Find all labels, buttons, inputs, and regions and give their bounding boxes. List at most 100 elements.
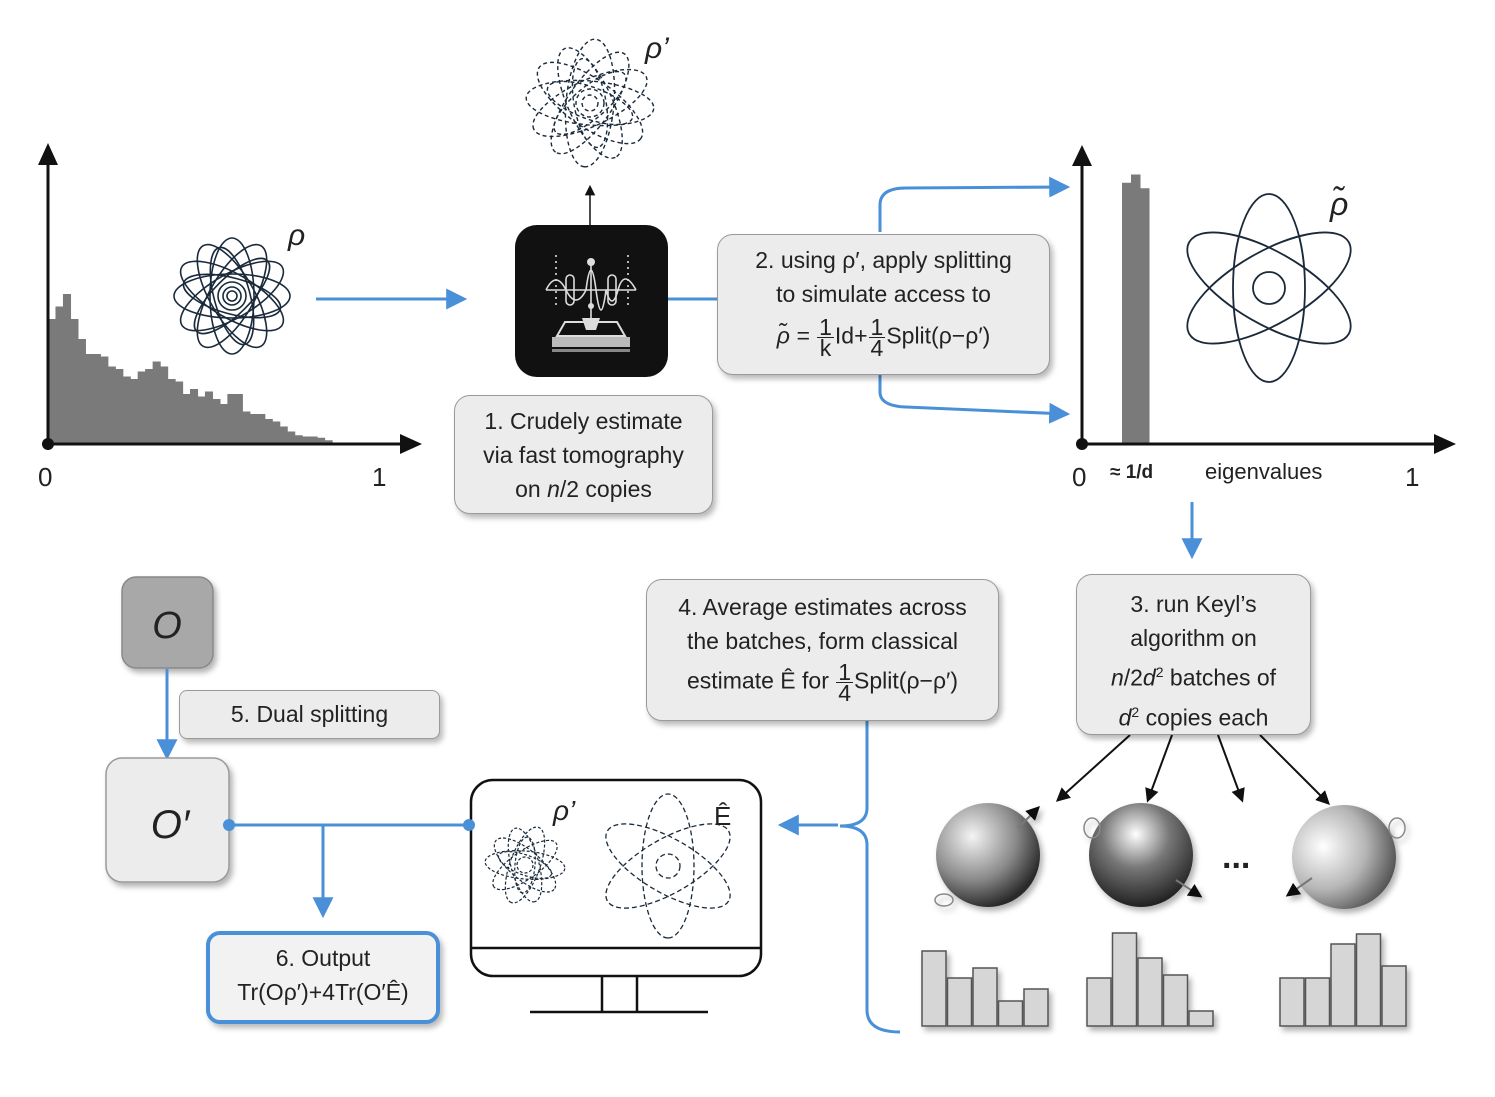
step4-line1: 4. Average estimates across (678, 594, 967, 620)
right-axis-one: 1 (1405, 462, 1419, 492)
left-histogram-bar (107, 366, 116, 444)
rho-tilde-label: ρ̃ (1329, 186, 1348, 222)
bloch-sphere-3 (1285, 805, 1406, 909)
left-histogram-bar (227, 394, 236, 444)
observable-o-box (121, 576, 214, 669)
left-histogram-bar (167, 379, 176, 444)
left-histogram-bar (190, 389, 199, 444)
batch-bar (1137, 957, 1163, 1027)
left-histogram-bar (137, 371, 146, 444)
step2-line2: to simulate access to (776, 281, 991, 307)
step6-line2: Tr(Oρ′)+4Tr(O′Ê) (237, 979, 409, 1005)
batch-bar (946, 977, 973, 1027)
left-histogram-bar (197, 396, 206, 444)
brace-to-eigen-bottom (878, 375, 1071, 424)
observable-o-label: O (152, 605, 182, 647)
eigen-bar (1140, 188, 1150, 444)
connector-dot-right (463, 819, 475, 831)
batch-bar (921, 950, 947, 1027)
left-histogram-bar (294, 435, 303, 444)
arrow-keyl-to-batch3 (1217, 734, 1245, 803)
left-histogram-bar (204, 391, 214, 444)
step3-line3: n/2d2 batches of (1110, 664, 1277, 691)
left-histogram-bar (145, 369, 154, 444)
rho-prime-state-icon (525, 38, 655, 168)
left-histogram: 0 1 (38, 143, 422, 492)
left-histogram-bar (317, 437, 326, 444)
left-histogram-bar (62, 294, 72, 444)
step6-output-box: 6. Output Tr(Oρ′)+4Tr(O′Ê) (206, 931, 440, 1024)
step2-line1: 2. using ρ′, apply splitting (755, 247, 1012, 273)
e-hat-label: Ê (714, 801, 731, 831)
left-histogram-bar (234, 394, 243, 444)
step3-line1: 3. run Keyl’s (1130, 591, 1257, 617)
connector-dot-left (223, 819, 235, 831)
left-histogram-bar (77, 339, 86, 444)
left-histogram-bar (182, 394, 191, 444)
left-axis-zero: 0 (38, 462, 52, 492)
right-axis-zero: 0 (1072, 462, 1086, 492)
left-histogram-bar (272, 421, 281, 444)
left-histogram-bar (212, 399, 221, 444)
batch-bar (972, 967, 998, 1027)
eigen-bars (1122, 174, 1150, 444)
batch-bar (1381, 965, 1407, 1027)
eigen-bar (1122, 182, 1132, 444)
step2-box: 2. using ρ′, apply splitting to simulate… (717, 234, 1050, 375)
left-histogram-bar (55, 306, 64, 444)
classical-computer-icon (469, 778, 763, 1014)
step4-box: 4. Average estimates across the batches,… (646, 579, 999, 721)
bloch-sphere-2 (1083, 803, 1203, 907)
step5-label: 5. Dual splitting (230, 701, 389, 727)
step1-line3: on n/2 copies (515, 476, 652, 502)
ellipsis-dots: ... (1222, 838, 1250, 876)
left-histogram-bar (100, 356, 109, 444)
left-histogram-bar (92, 354, 101, 444)
batch-bar (997, 1000, 1024, 1027)
batch-bar (1111, 932, 1138, 1027)
left-origin-dot (42, 438, 54, 450)
tomography-device-icon (515, 225, 668, 377)
rho-state-icon (173, 237, 291, 355)
eigenvalues-label: eigenvalues (1205, 459, 1322, 484)
left-histogram-bar (309, 436, 318, 444)
left-histogram-bar (160, 366, 169, 444)
step3-box: 3. run Keyl’s algorithm on n/2d2 batches… (1076, 574, 1311, 735)
left-histogram-bar (279, 426, 288, 444)
left-histogram-bar (122, 376, 131, 444)
left-histogram-bar (130, 379, 139, 444)
step1-line1: 1. Crudely estimate (484, 408, 683, 434)
left-histogram-bar (219, 404, 228, 444)
left-x-arrowhead (400, 434, 422, 454)
rho-tilde-state-icon (1186, 193, 1352, 383)
approx-one-over-d: ≈ 1/d (1110, 462, 1153, 483)
left-histogram-bar (152, 361, 161, 444)
left-y-arrowhead (38, 143, 58, 165)
arrow-keyl-to-batch2 (1145, 734, 1173, 803)
batch-bar (1023, 988, 1049, 1027)
batch-bar (1330, 943, 1356, 1027)
arrow-keyl-to-batch4 (1259, 734, 1330, 805)
left-histogram-bar (264, 419, 273, 444)
right-origin-dot (1076, 438, 1088, 450)
rho-prime-label-screen: ρ’ (552, 795, 576, 826)
brace-to-eigen-top (878, 176, 1071, 232)
observable-o-prime-label: O′ (151, 803, 191, 847)
step1-line2: via fast tomography (483, 442, 684, 468)
left-histogram-bar (115, 369, 124, 444)
step3-line4: d2 copies each (1118, 703, 1269, 731)
brace-collect (839, 720, 901, 1034)
batch-bar (1162, 974, 1189, 1027)
step4-line2: the batches, form classical (686, 628, 958, 654)
left-histogram-bar (287, 431, 296, 444)
right-x-arrowhead (1434, 434, 1456, 454)
left-histogram-bar (70, 319, 79, 444)
step6-line1: 6. Output (275, 945, 371, 971)
step1-box: 1. Crudely estimate via fast tomography … (454, 395, 713, 514)
left-histogram-bar (85, 354, 94, 444)
left-histogram-bar (302, 436, 311, 444)
rho-prime-label-top: ρ’ (644, 32, 670, 65)
batch-bar (1355, 933, 1382, 1027)
